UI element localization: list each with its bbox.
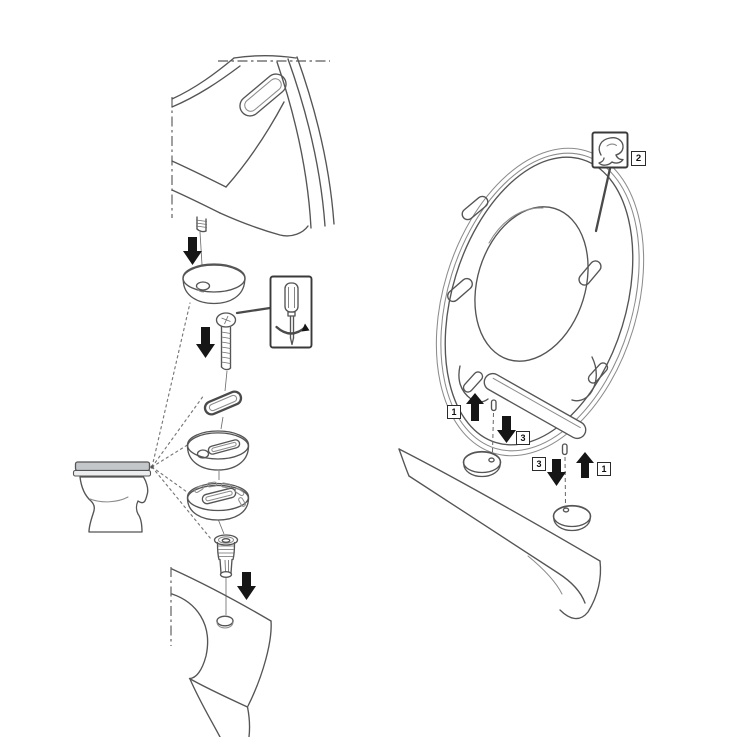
step-badge-3-right: 3 (532, 457, 546, 471)
hinge-bar-drawing (483, 372, 587, 506)
gasket-ring-drawing (203, 390, 243, 416)
step-badge-1-left: 1 (447, 405, 461, 419)
step-badge-text: 3 (520, 432, 526, 443)
hinge-cap-drawing (186, 430, 250, 471)
screwdriver-box (235, 275, 313, 349)
bowl-rim-drawing (170, 567, 272, 737)
step-badge-text: 3 (536, 458, 542, 469)
logo-box (591, 131, 629, 233)
screwdriver-turn-icon (275, 282, 310, 346)
axis-lines (217, 370, 228, 615)
step-badge-text: 2 (635, 152, 642, 164)
bowl-deck-drawing (398, 448, 602, 620)
down-arrow-icon-2 (196, 327, 215, 358)
seat-ring-drawing (435, 147, 645, 457)
mounting-posts (462, 450, 592, 532)
down-arrow-icon-a (497, 416, 516, 443)
up-arrow-icon-right (576, 452, 594, 478)
bolt-drawing (215, 312, 237, 371)
washer-drawing (182, 263, 246, 305)
down-arrow-icon-b (547, 459, 566, 486)
step-badge-3-left: 3 (516, 431, 530, 445)
step-badge-text: 1 (451, 406, 457, 417)
step-badge-text: 1 (601, 463, 607, 474)
step-badge-1-right: 1 (597, 462, 611, 476)
seat-corner-drawing (171, 55, 335, 237)
toilet-side-icon (72, 461, 152, 533)
base-plate-drawing (186, 481, 250, 521)
down-arrow-icon-3 (237, 572, 256, 600)
step-badge-2: 2 (631, 151, 646, 166)
up-arrow-icon-left (466, 393, 484, 421)
expansion-anchor-drawing (213, 534, 239, 578)
down-arrow-icon-1 (183, 237, 202, 265)
dolphin-logo-icon (598, 137, 624, 166)
guide-rays (150, 302, 212, 540)
